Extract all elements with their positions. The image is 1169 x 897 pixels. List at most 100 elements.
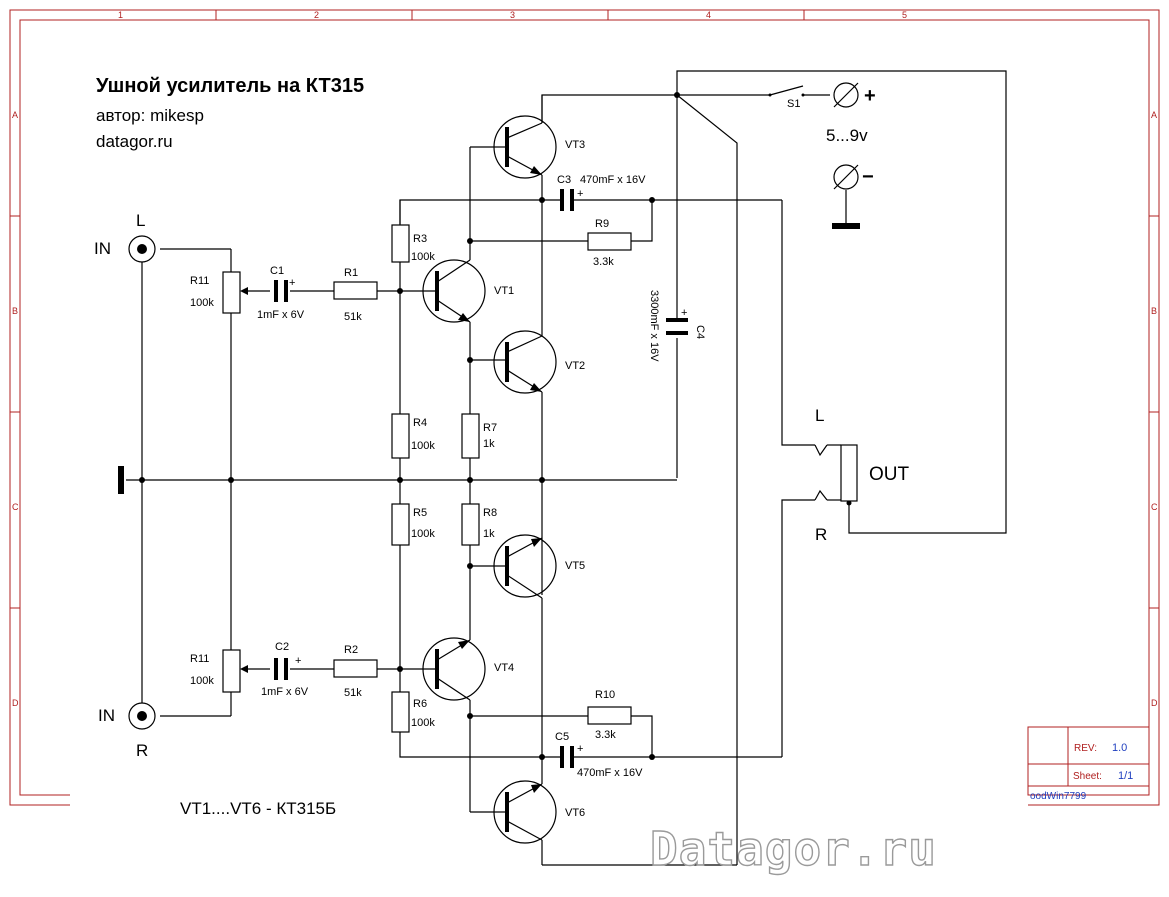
power-terminal-minus xyxy=(833,164,859,190)
c3-plus: + xyxy=(577,188,583,200)
r11-bottom-value: 100k xyxy=(190,675,214,687)
vt3-label: VT3 xyxy=(565,139,585,151)
c1-plus: + xyxy=(289,277,295,289)
switch-label: S1 xyxy=(787,98,800,110)
frame-row-c: C xyxy=(12,502,19,512)
capacitor-c5 xyxy=(560,746,574,768)
title-block: REV: 1.0 Sheet: 1/1 oodWin7799 xyxy=(1027,726,1150,802)
resistor-r10 xyxy=(587,706,632,725)
input-jack-left xyxy=(128,235,156,263)
input-label-bottom: IN xyxy=(98,706,115,725)
resistor-r6 xyxy=(391,691,410,733)
resistor-r3 xyxy=(391,224,410,263)
r2-ref: R2 xyxy=(344,644,358,656)
capacitor-c3 xyxy=(560,189,574,211)
schematic-author: автор: mikesp xyxy=(96,106,204,125)
c5-plus: + xyxy=(577,743,583,755)
c3-ref: C3 xyxy=(557,174,571,186)
resistor-r8 xyxy=(461,503,480,546)
transistor-vt1 xyxy=(420,259,486,323)
rev-label: REV: xyxy=(1074,743,1097,754)
capacitor-c1 xyxy=(274,280,288,302)
r11-top-ref: R11 xyxy=(190,275,209,287)
r7-ref: R7 xyxy=(483,422,497,434)
frame-row-b-right: B xyxy=(1151,306,1157,316)
frame-col-3: 3 xyxy=(510,10,515,20)
r11-top-value: 100k xyxy=(190,297,214,309)
minus-sign: − xyxy=(862,166,874,188)
frame-row-b: B xyxy=(12,306,18,316)
resistor-r9 xyxy=(587,232,632,251)
input-jack-right xyxy=(128,702,156,730)
resistor-r7 xyxy=(461,413,480,459)
resistor-r5 xyxy=(391,503,410,546)
resistor-r1 xyxy=(333,281,378,300)
c4-plus: + xyxy=(681,307,687,319)
output-right-label: R xyxy=(815,525,827,544)
c2-plus: + xyxy=(295,655,301,667)
r2-value: 51k xyxy=(344,687,362,699)
schematic-title: Ушной усилитель на КТ315 xyxy=(96,75,364,97)
sheet-label: Sheet: xyxy=(1073,771,1102,782)
drawing-frame: 1 2 3 4 5 A B C D A B C D xyxy=(9,9,1160,806)
input-left-label: L xyxy=(136,211,145,230)
r5-value: 100k xyxy=(411,528,435,540)
input-right-label: R xyxy=(136,741,148,760)
c1-ref: C1 xyxy=(270,265,284,277)
r5-ref: R5 xyxy=(413,507,427,519)
r1-ref: R1 xyxy=(344,267,358,279)
vt2-label: VT2 xyxy=(565,360,585,372)
wires xyxy=(118,70,1007,866)
frame-row-c-right: C xyxy=(1151,502,1158,512)
r10-value: 3.3k xyxy=(595,729,616,741)
c2-ref: C2 xyxy=(275,641,289,653)
capacitor-c2 xyxy=(274,658,288,680)
c2-value: 1mF x 6V xyxy=(261,686,309,698)
power-terminal-plus xyxy=(833,82,859,108)
frame-col-5: 5 xyxy=(902,10,907,20)
capacitor-c4 xyxy=(666,318,688,335)
sheet-value: 1/1 xyxy=(1118,770,1133,782)
transistor-vt4 xyxy=(420,637,486,701)
frame-col-4: 4 xyxy=(706,10,711,20)
r7-value: 1k xyxy=(483,438,495,450)
c1-value: 1mF x 6V xyxy=(257,309,305,321)
schematic-site: datagor.ru xyxy=(96,132,173,151)
resistor-r2 xyxy=(333,659,378,678)
watermark-text: Datagor.ru xyxy=(650,822,937,876)
output-left-label: L xyxy=(815,406,824,425)
transistor-vt2 xyxy=(493,330,557,394)
potentiometer-r11-top xyxy=(222,271,248,314)
plus-sign: + xyxy=(864,85,876,107)
output-jack xyxy=(814,444,858,506)
r9-ref: R9 xyxy=(595,218,609,230)
input-label-top: IN xyxy=(94,239,111,258)
r3-value: 100k xyxy=(411,251,435,263)
r4-value: 100k xyxy=(411,440,435,452)
frame-col-1: 1 xyxy=(118,10,123,20)
r6-value: 100k xyxy=(411,717,435,729)
transistor-vt5 xyxy=(493,534,557,599)
r10-ref: R10 xyxy=(595,689,615,701)
frame-row-a: A xyxy=(12,110,18,120)
frame-col-2: 2 xyxy=(314,10,319,20)
c4-value: 3300mF x 16V xyxy=(648,290,660,362)
frame-row-d-right: D xyxy=(1151,698,1158,708)
r9-value: 3.3k xyxy=(593,256,614,268)
frame-row-a-right: A xyxy=(1151,110,1157,120)
vt5-label: VT5 xyxy=(565,560,585,572)
title-block-author: oodWin7799 xyxy=(1030,791,1087,802)
potentiometer-r11-bottom xyxy=(222,649,248,693)
transistor-vt3 xyxy=(493,115,557,179)
c4-ref: C4 xyxy=(694,325,706,339)
c3-value: 470mF x 16V xyxy=(580,174,646,186)
c5-ref: C5 xyxy=(555,731,569,743)
r4-ref: R4 xyxy=(413,417,427,429)
supply-voltage: 5...9v xyxy=(826,126,868,145)
junction-dots xyxy=(139,92,680,760)
frame-row-d: D xyxy=(12,698,19,708)
vt1-label: VT1 xyxy=(494,285,514,297)
r1-value: 51k xyxy=(344,311,362,323)
r11-bottom-ref: R11 xyxy=(190,653,209,665)
